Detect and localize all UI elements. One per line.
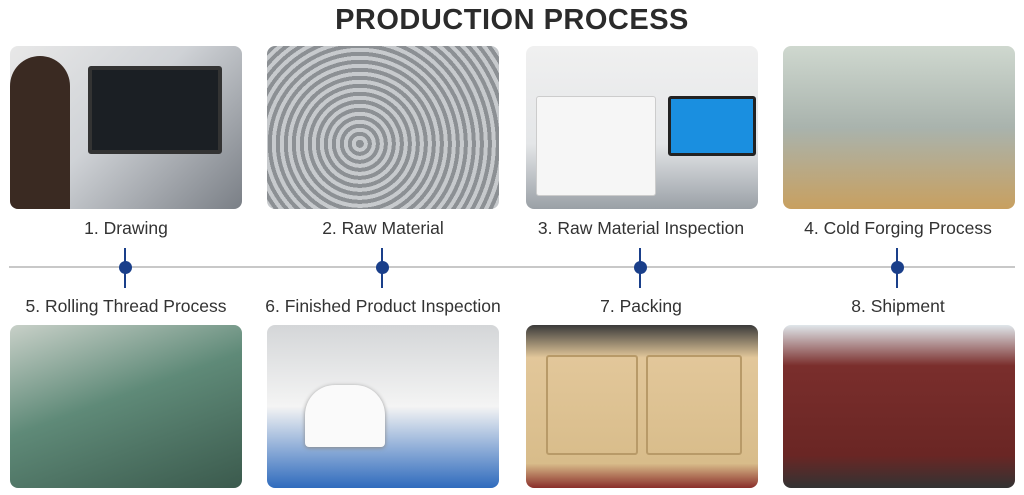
caption-step-3: 3. Raw Material Inspection <box>537 218 745 238</box>
caption-step-2: 2. Raw Material <box>322 218 444 238</box>
photo-packing <box>526 325 758 488</box>
photo-finished-inspection <box>267 325 499 488</box>
timeline-marker <box>634 261 647 274</box>
photo-drawing <box>10 46 242 209</box>
photo-rolling-thread <box>10 325 242 488</box>
caption-step-4: 4. Cold Forging Process <box>804 218 992 238</box>
timeline-marker <box>119 261 132 274</box>
caption-step-5: 5. Rolling Thread Process <box>25 296 227 316</box>
caption-step-7: 7. Packing <box>600 296 682 316</box>
photo-raw-material-inspection <box>526 46 758 209</box>
page-title: PRODUCTION PROCESS <box>335 4 689 36</box>
timeline-marker <box>891 261 904 274</box>
timeline-line <box>9 266 1015 268</box>
timeline-marker <box>376 261 389 274</box>
caption-step-8: 8. Shipment <box>851 296 945 316</box>
caption-step-1: 1. Drawing <box>84 218 168 238</box>
caption-step-6: 6. Finished Product Inspection <box>265 296 501 316</box>
photo-cold-forging <box>783 46 1015 209</box>
photo-raw-material <box>267 46 499 209</box>
photo-shipment <box>783 325 1015 488</box>
